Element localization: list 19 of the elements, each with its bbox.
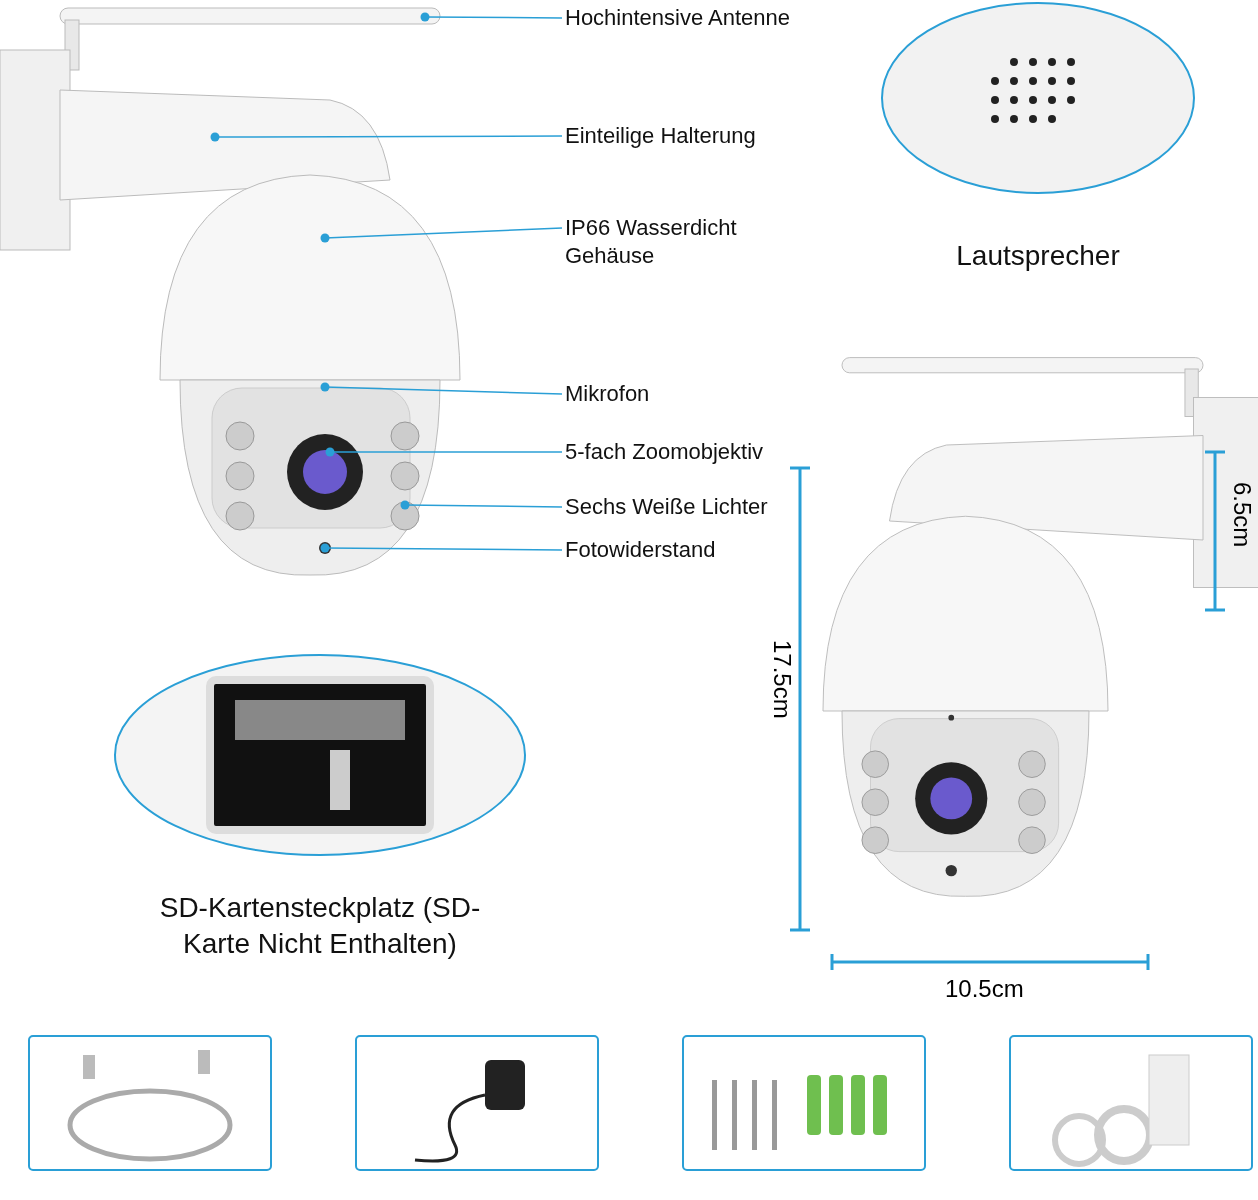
callout-label: Sechs Weiße Lichter	[565, 493, 805, 521]
leader-line	[320, 543, 563, 553]
dimension-label: 6.5cm	[1228, 482, 1256, 548]
leader-line	[320, 227, 563, 243]
dimension-label: 10.5cm	[945, 975, 1024, 1003]
leader-line	[210, 132, 563, 142]
dimension-label: 17.5cm	[768, 640, 796, 719]
callout-label: Mikrofon	[565, 380, 765, 408]
callout-label: Fotowiderstand	[565, 536, 765, 564]
leader-line	[320, 382, 563, 395]
callout-label: Einteilige Halterung	[565, 122, 865, 150]
leader-line	[400, 500, 563, 510]
callout-label: Hochintensive Antenne	[565, 4, 865, 32]
callout-label: 5-fach Zoomobjektiv	[565, 438, 805, 466]
callout-label: IP66 Wasserdicht Gehäuse	[565, 214, 825, 270]
leader-line	[325, 447, 563, 457]
leader-line	[420, 12, 563, 22]
speaker-caption: Lautsprecher	[955, 239, 1121, 273]
sd-slot-caption: SD-Kartensteckplatz (SD-Karte Nicht Enthalten)	[158, 891, 482, 961]
